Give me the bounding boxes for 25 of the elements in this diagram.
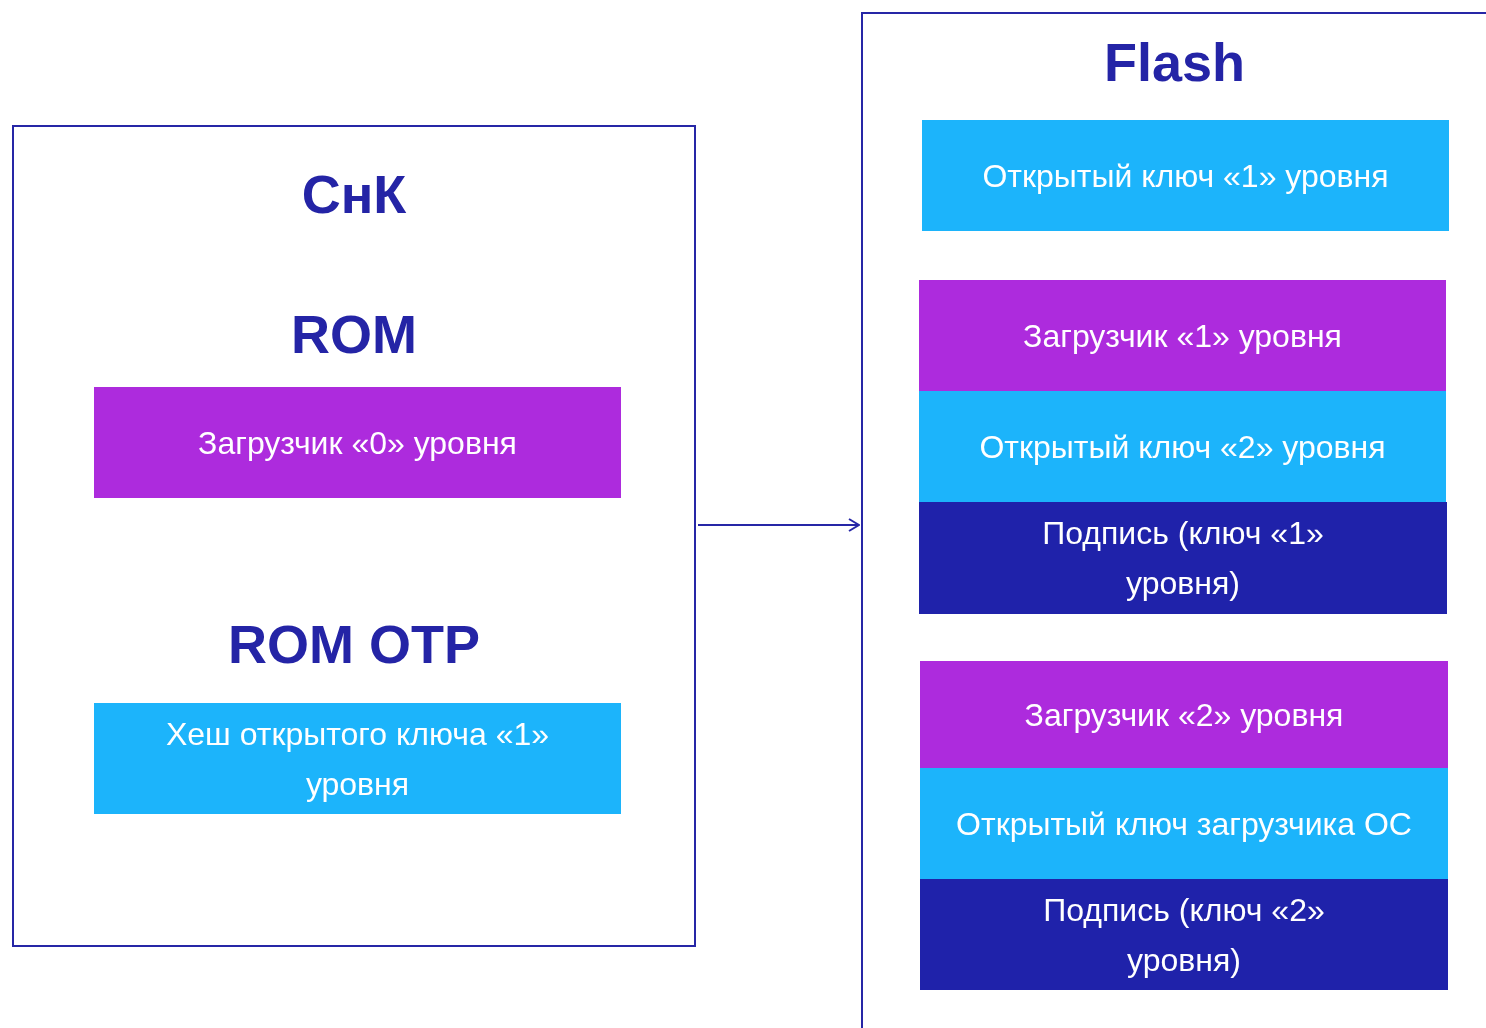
block-label: Загрузчик «2» уровня — [1024, 695, 1344, 735]
memory-block — [922, 120, 1449, 231]
memory-block — [920, 768, 1448, 879]
memory-frame — [861, 12, 1486, 1028]
block-label: Хеш открытого ключа «1» уровня — [164, 714, 551, 804]
memory-block — [920, 661, 1448, 768]
block-label: Подпись (ключ «1» уровня) — [1041, 514, 1325, 603]
block-label: Подпись (ключ «2» уровня) — [1042, 890, 1326, 980]
section-heading: ROM OTP — [228, 613, 480, 676]
memory-block — [919, 502, 1447, 614]
memory-block — [94, 387, 621, 498]
memory-block — [919, 280, 1446, 391]
memory-block — [919, 391, 1446, 502]
section-heading: СнК — [301, 163, 407, 226]
block-label: Открытый ключ «1» уровня — [982, 156, 1389, 196]
memory-block — [920, 879, 1448, 990]
block-label: Открытый ключ загрузчика ОС — [955, 804, 1413, 844]
block-label: Открытый ключ «2» уровня — [979, 427, 1386, 467]
section-heading: ROM — [291, 303, 417, 366]
memory-frame — [12, 125, 696, 947]
memory-block — [94, 703, 621, 814]
arrow — [697, 518, 860, 532]
block-label: Загрузчик «0» уровня — [198, 423, 517, 463]
section-heading: Flash — [1103, 31, 1245, 94]
block-label: Загрузчик «1» уровня — [1023, 316, 1342, 356]
